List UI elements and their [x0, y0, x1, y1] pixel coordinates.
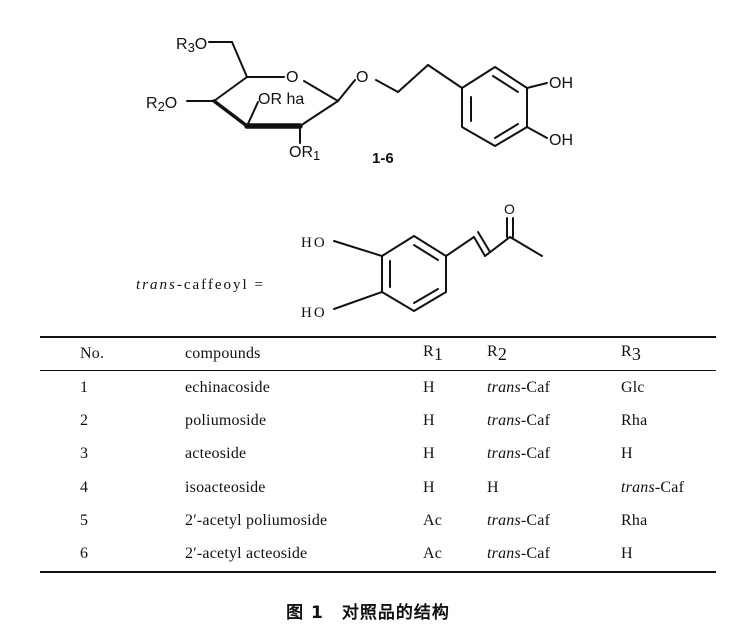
- cell-no: 6: [80, 545, 89, 563]
- cell-compound: 2′-acetyl acteoside: [185, 545, 308, 563]
- substituent-table: No. compounds R1 R2 R3 1 echinacoside H …: [40, 338, 716, 571]
- ring-bond-bold: [212, 99, 249, 128]
- caffeoyl-structure: [333, 217, 543, 312]
- header-no: No.: [40, 338, 185, 371]
- linker-bond: [397, 64, 429, 93]
- figure-caption: 图 1 对照品的结构: [286, 603, 450, 623]
- cell-r1: Ac: [423, 545, 443, 563]
- c6-bond: [231, 41, 248, 78]
- cell-no: 2: [80, 411, 89, 429]
- cell-r3: Rha: [621, 511, 648, 529]
- table-row: 6 2′-acetyl acteoside Ac trans-Caf H: [40, 537, 716, 570]
- table-row: 2 poliumoside H trans-Caf Rha: [40, 404, 716, 437]
- header-r3: R3: [621, 338, 716, 371]
- cell-r3: Rha: [621, 411, 648, 429]
- substituent-table-wrapper: No. compounds R1 R2 R3 1 echinacoside H …: [40, 336, 716, 573]
- cell-r2: trans-Caf: [487, 545, 551, 563]
- cell-r3: H: [621, 445, 633, 463]
- r2o-label: R2O: [146, 95, 177, 114]
- cell-r3: trans-Caf: [621, 478, 685, 496]
- cell-no: 3: [80, 445, 89, 463]
- caffeoyl-definition: trans-caffeoyl =: [136, 277, 265, 293]
- header-compounds: compounds: [185, 338, 423, 371]
- cell-r1: Ac: [423, 511, 443, 529]
- ring-bond: [213, 76, 248, 102]
- glucoside-labels: R3O R2O O OR ha OR1 O OH OH 1-6: [146, 36, 573, 167]
- glucoside-structure: [186, 41, 548, 147]
- header-r1: R1: [423, 338, 487, 371]
- glycosidic-oxygen-label: O: [356, 69, 368, 86]
- methyl-bond: [509, 236, 543, 257]
- linker-bond: [427, 64, 463, 89]
- vinyl-bond: [445, 236, 475, 257]
- ho-top-label: HO: [301, 235, 327, 251]
- hydroxyl-top-label: OH: [549, 75, 573, 92]
- table-row: 5 2′-acetyl poliumoside Ac trans-Caf Rha: [40, 504, 716, 537]
- carbonyl-oxygen-label: O: [504, 201, 515, 217]
- aromatic-inner-bond: [494, 123, 519, 139]
- cell-compound: poliumoside: [185, 411, 267, 429]
- r3o-label: R3O: [176, 36, 207, 55]
- cell-compound: acteoside: [185, 445, 247, 463]
- cell-r1: H: [423, 411, 435, 429]
- c3-o-bond: [246, 101, 259, 127]
- c1-o-bond: [337, 79, 356, 102]
- cell-compound: echinacoside: [185, 378, 271, 396]
- ho-bond-top: [333, 240, 383, 257]
- table-row: 4 isoacteoside H H trans-Caf: [40, 471, 716, 504]
- table-row: 3 acteoside H trans-Caf H: [40, 438, 716, 471]
- cell-r2: trans-Caf: [487, 445, 551, 463]
- caffeoyl-labels: trans-caffeoyl = HO HO O: [136, 201, 515, 321]
- caffeoyl-ring: [381, 235, 447, 312]
- cell-no: 4: [80, 478, 89, 496]
- ring-bond: [303, 80, 339, 102]
- hydroxyl-bottom-label: OH: [549, 132, 573, 149]
- trans-double-bond-inner: [477, 231, 491, 253]
- orha-label: OR ha: [258, 91, 304, 108]
- oh-bond-top: [526, 82, 548, 89]
- linker-bond: [375, 79, 399, 93]
- cell-compound: isoacteoside: [185, 478, 266, 496]
- table-header-row: No. compounds R1 R2 R3: [40, 338, 716, 371]
- cell-compound: 2′-acetyl poliumoside: [185, 511, 328, 529]
- aromatic-inner-bond: [413, 288, 439, 304]
- aromatic-inner-bond: [492, 75, 519, 93]
- aromatic-inner-bond: [413, 244, 439, 261]
- cell-r2: trans-Caf: [487, 411, 551, 429]
- ho-bond-bottom: [333, 291, 383, 310]
- compound-range-label: 1-6: [372, 150, 394, 167]
- cell-r3: H: [621, 545, 633, 563]
- vinyl-bond: [484, 236, 511, 257]
- cell-r1: H: [423, 445, 435, 463]
- table-row: 1 echinacoside H trans-Caf Glc: [40, 371, 716, 405]
- trans-double-bond: [473, 236, 486, 257]
- cell-r1: H: [423, 378, 435, 396]
- oh-bond-bottom: [526, 126, 548, 139]
- or1-label: OR1: [289, 144, 320, 163]
- cell-r2: trans-Caf: [487, 378, 551, 396]
- ring-oxygen-label: O: [286, 69, 298, 86]
- ho-bottom-label: HO: [301, 305, 327, 321]
- cell-r2: trans-Caf: [487, 511, 551, 529]
- cell-r2: H: [487, 478, 499, 496]
- cell-no: 1: [80, 378, 89, 396]
- cell-no: 5: [80, 511, 89, 529]
- cell-r1: H: [423, 478, 435, 496]
- cell-r3: Glc: [621, 378, 645, 396]
- header-r2: R2: [487, 338, 621, 371]
- ring-bond: [299, 100, 339, 127]
